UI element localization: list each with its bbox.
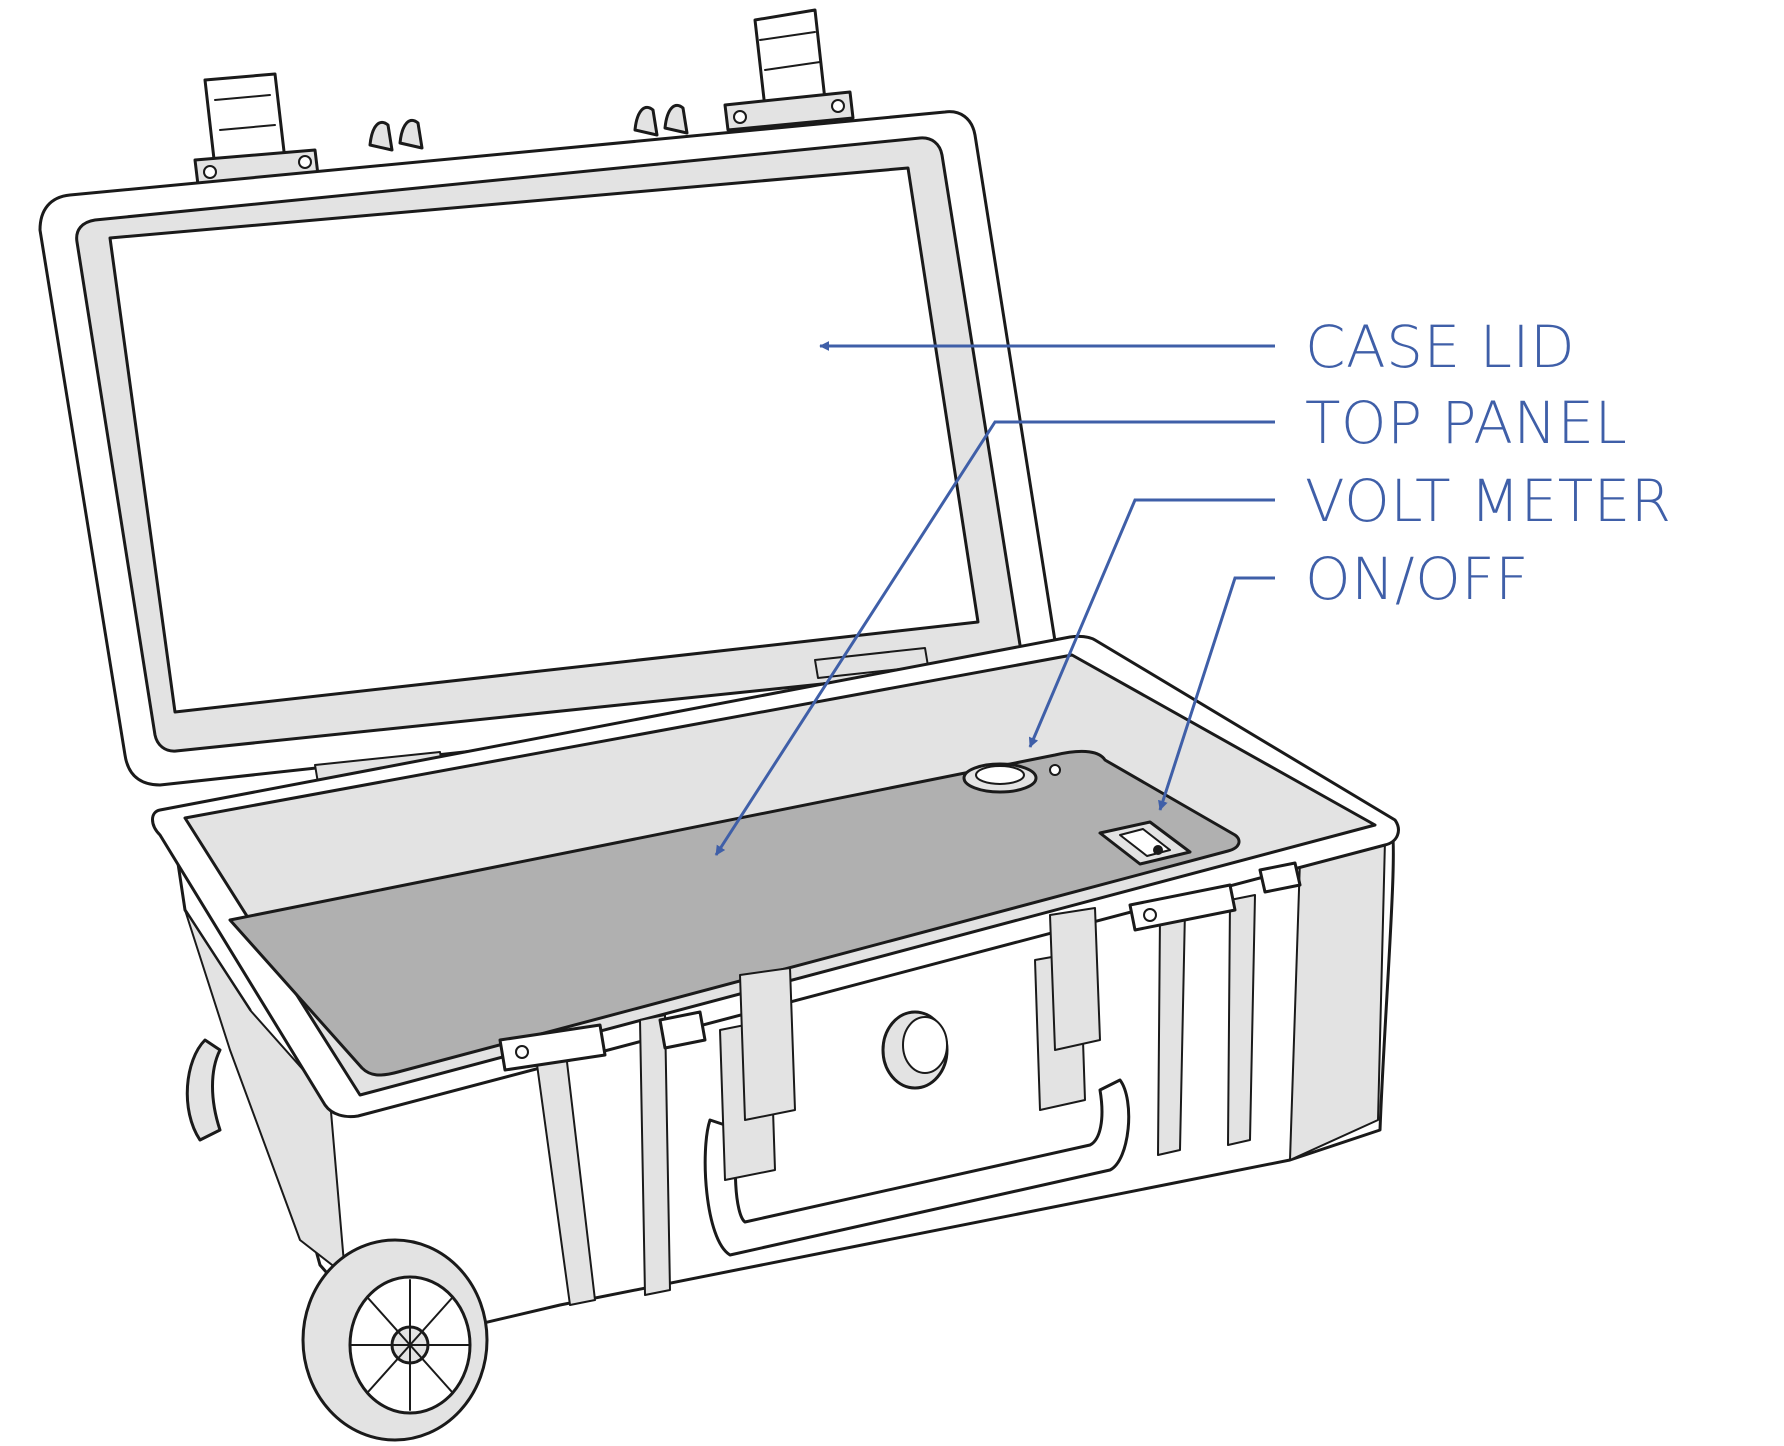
top-panel-surface [228, 749, 1241, 1077]
volt-meter-icon [962, 762, 1061, 794]
lid-latch-right-icon [633, 8, 855, 137]
front-ribs [534, 894, 1256, 1306]
rocker-switch-icon [1098, 820, 1192, 866]
front-latch-left-icon [498, 1010, 707, 1072]
leader-top-panel [714, 420, 1275, 856]
label-volt-meter: VOLT METER [1305, 467, 1672, 535]
pressure-valve-icon [881, 1010, 949, 1090]
case-illustration [38, 8, 1400, 1442]
label-case-lid: CASE LID [1305, 313, 1575, 381]
leader-on-off [1158, 576, 1275, 811]
callouts: CASE LID TOP PANEL VOLT METER ON/OFF [714, 313, 1672, 856]
wheel-rear-icon [185, 1038, 222, 1142]
label-top-panel: TOP PANEL [1305, 389, 1627, 457]
wheel-icon [301, 1238, 489, 1442]
front-latch-right-icon [1128, 861, 1302, 932]
handle-icon [703, 907, 1131, 1257]
label-on-off: ON/OFF [1305, 545, 1529, 613]
leader-volt-meter [1028, 498, 1275, 748]
